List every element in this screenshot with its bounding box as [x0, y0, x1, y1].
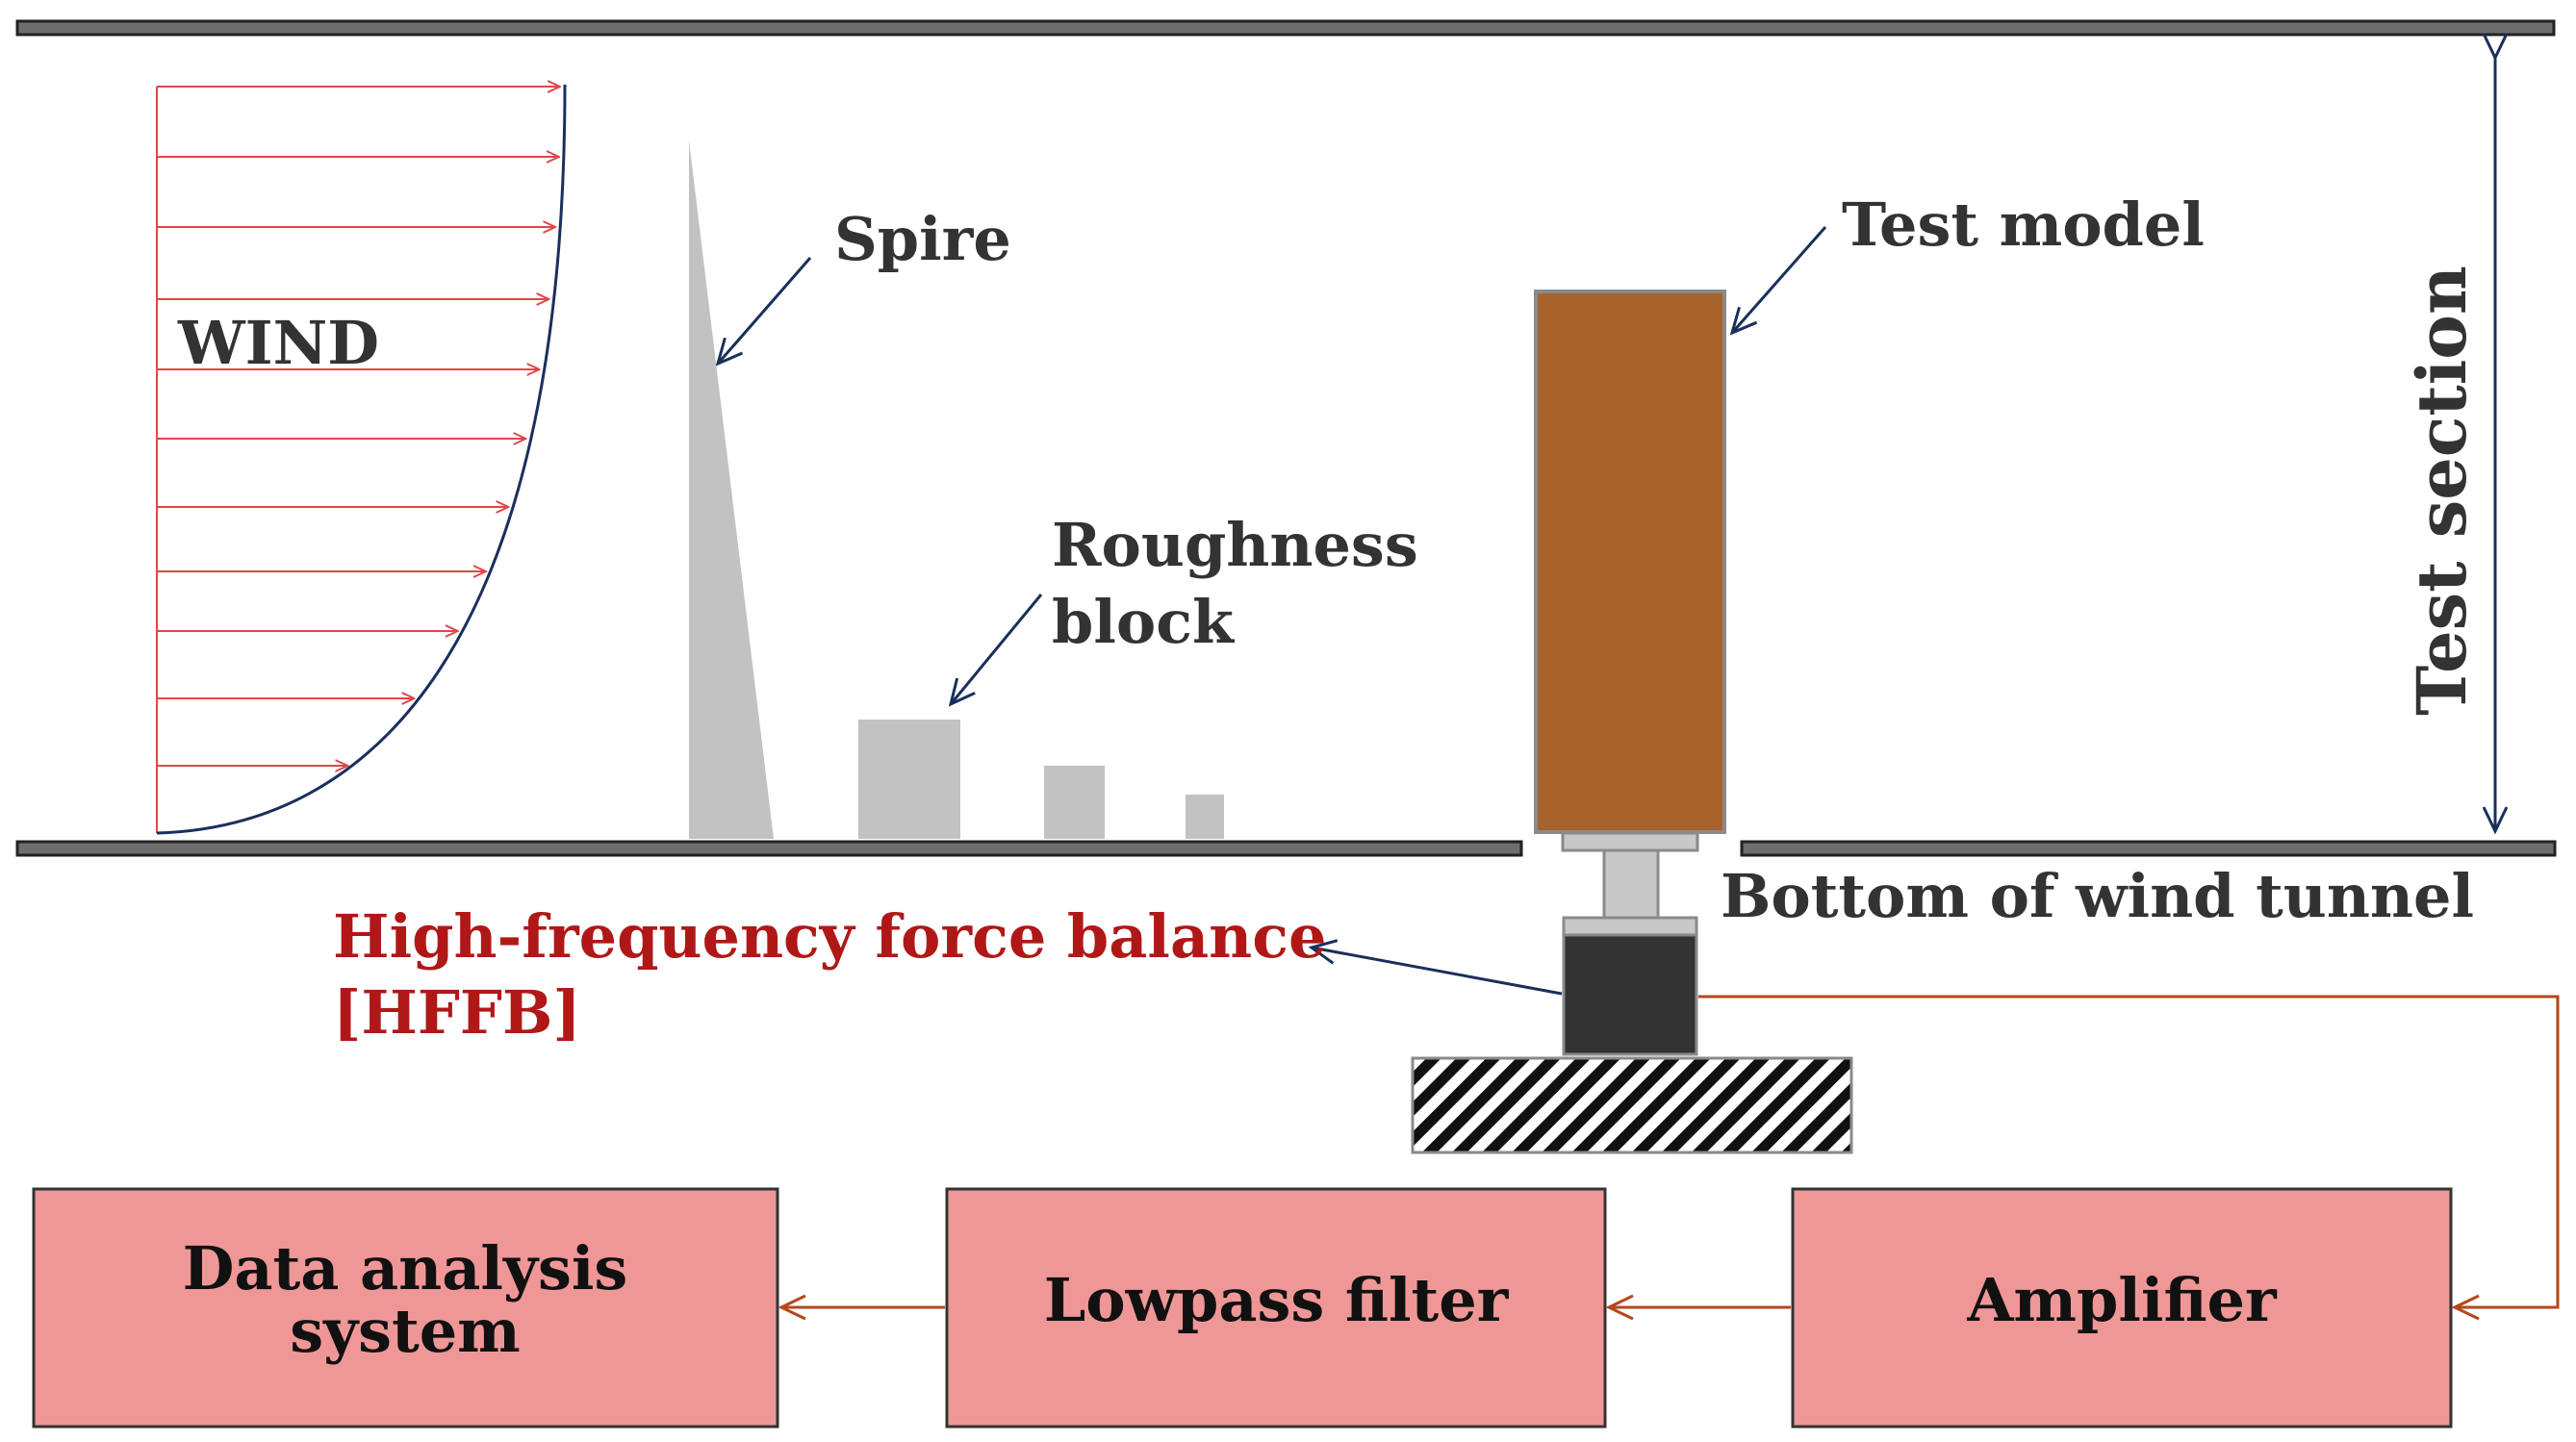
wind-label: WIND: [177, 308, 379, 378]
test-model-pointer: [1732, 226, 1827, 333]
roughness-pointer: [951, 594, 1043, 704]
amplifier-label: Amplifier: [1966, 1265, 2278, 1335]
roughness-block-small: [1186, 795, 1224, 839]
data-analysis-label-line2: system: [290, 1296, 521, 1366]
lowpass-filter-box: [945, 1187, 1607, 1429]
test-model-label: Test model: [1842, 190, 2205, 260]
wind-arrows: [157, 87, 559, 766]
tunnel-floor-left: [15, 840, 1523, 857]
balance-plate-top: [1561, 831, 1699, 852]
roughness-block-large: [858, 720, 960, 839]
hffb-pointer: [1312, 948, 1563, 996]
signal-line-balance-to-amplifier: [1698, 995, 2560, 1307]
spire-label: Spire: [834, 204, 1011, 274]
tunnel-floor-right: [1740, 840, 2557, 857]
balance-plate-bottom: [1562, 916, 1698, 937]
data-analysis-label-line1: Data analysis: [183, 1233, 628, 1303]
spire-pointer: [718, 257, 812, 364]
force-balance: [1562, 933, 1698, 1056]
velocity-profile-curve: [156, 84, 567, 835]
hffb-label-line1: High-frequency force balance: [333, 901, 1326, 972]
bottom-of-tunnel-label: Bottom of wind tunnel: [1721, 861, 2474, 931]
roughness-label-line2: block: [1052, 587, 1236, 657]
balance-stem: [1602, 848, 1660, 920]
amplifier-box: [1791, 1187, 2453, 1429]
roughness-block-medium: [1044, 766, 1105, 839]
data-analysis-box: [32, 1187, 779, 1429]
ground-base: [1411, 1056, 1853, 1154]
test-model: [1534, 290, 1726, 834]
hffb-label-line2: [HFFB]: [333, 977, 581, 1048]
tunnel-ceiling: [15, 19, 2556, 37]
roughness-label-line1: Roughness: [1052, 510, 1418, 580]
test-section-label: Test section: [2402, 266, 2482, 716]
lowpass-filter-label: Lowpass filter: [1044, 1265, 1510, 1335]
spire: [689, 140, 774, 839]
